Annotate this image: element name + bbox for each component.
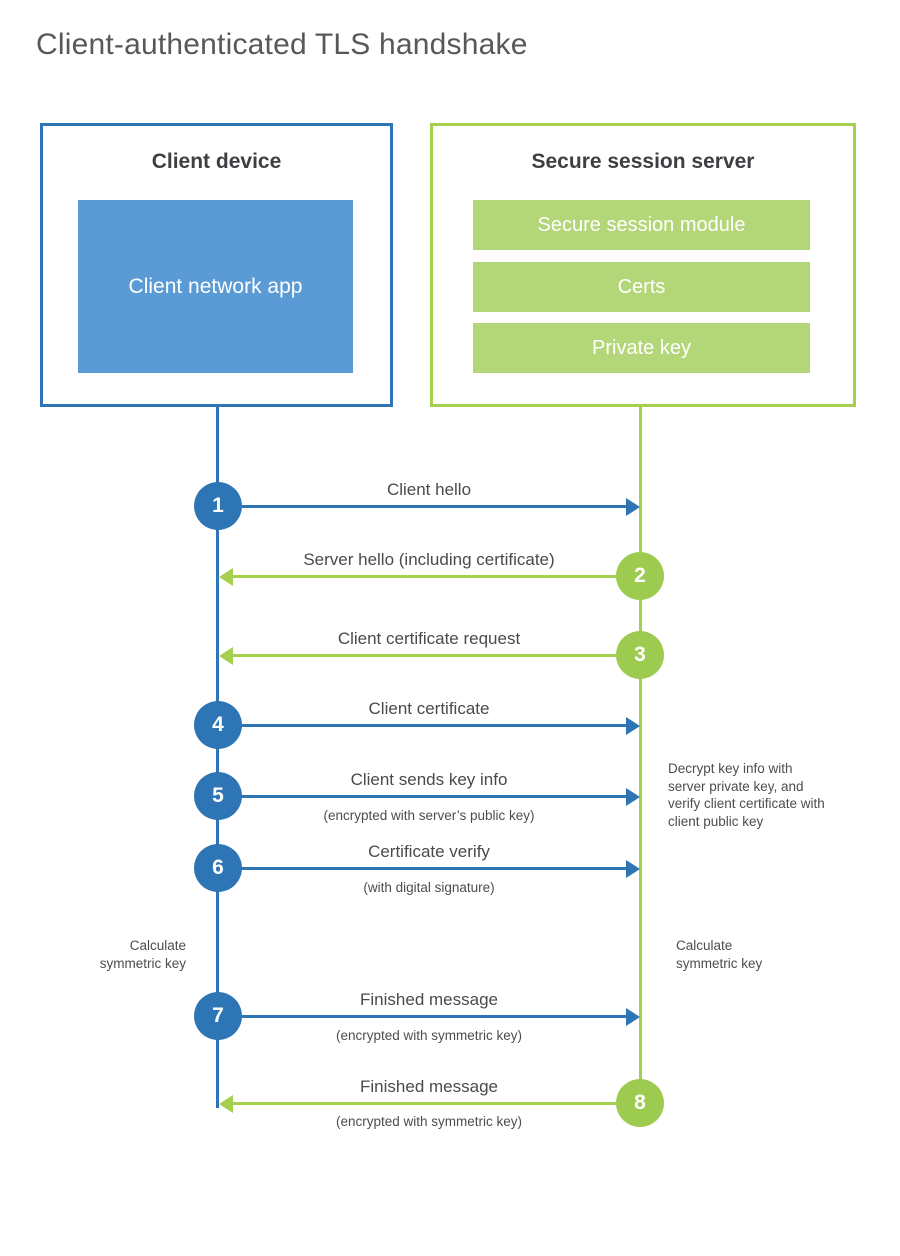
step-4-circle: 4 [194,701,242,749]
server-module-certs: Certs [473,262,810,312]
secure-session-server-box: Secure session server Secure session mod… [430,123,856,407]
step-6-sublabel: (with digital signature) [363,880,495,895]
calculate-symmetric-key-server: Calculate symmetric key [676,938,763,971]
step-2-label: Server hello (including certificate) [303,550,555,569]
step-6-label: Certificate verify [368,842,490,861]
step-8-sublabel: (encrypted with symmetric key) [335,1114,523,1129]
client-device-box: Client device Client network app [40,123,393,407]
step-5-label: Client sends key info [350,770,508,789]
arrow-client-to-server-6 [242,859,640,878]
client-device-title: Client device [151,150,282,173]
client-network-app-label: Client network app [128,274,303,298]
calculate-symmetric-key-client: Calculate symmetric key [99,938,186,971]
server-module-private-key: Private key [473,323,810,373]
server-lifeline [639,406,642,1103]
client-network-app-box: Client network app [78,200,353,373]
step-4-label: Client certificate [368,699,490,718]
step-7-label: Finished message [360,990,498,1009]
step-2-circle: 2 [616,552,664,600]
arrow-server-to-client-8 [219,1094,616,1113]
step-6-circle: 6 [194,844,242,892]
step-1-label: Client hello [386,480,472,499]
arrow-client-to-server-1 [242,497,640,516]
step-8-label: Finished message [360,1077,498,1096]
arrow-server-to-client-3 [219,646,616,665]
step-1-circle: 1 [194,482,242,530]
arrow-client-to-server-5 [242,787,640,806]
page-title: Client-authenticated TLS handshake [36,28,528,61]
step-3-circle: 3 [616,631,664,679]
decrypt-key-note: Decrypt key info with server private key… [668,761,825,829]
step-5-sublabel: (encrypted with server’s public key) [323,808,535,823]
step-7-sublabel: (encrypted with symmetric key) [335,1028,523,1043]
secure-session-server-title: Secure session server [531,150,755,173]
step-3-label: Client certificate request [337,629,521,648]
step-7-circle: 7 [194,992,242,1040]
server-module-secure-session: Secure session module [473,200,810,250]
step-5-circle: 5 [194,772,242,820]
client-lifeline [216,406,219,1108]
arrow-client-to-server-4 [242,716,640,735]
step-8-circle: 8 [616,1079,664,1127]
arrow-client-to-server-7 [242,1007,640,1026]
arrow-server-to-client-2 [219,567,616,586]
